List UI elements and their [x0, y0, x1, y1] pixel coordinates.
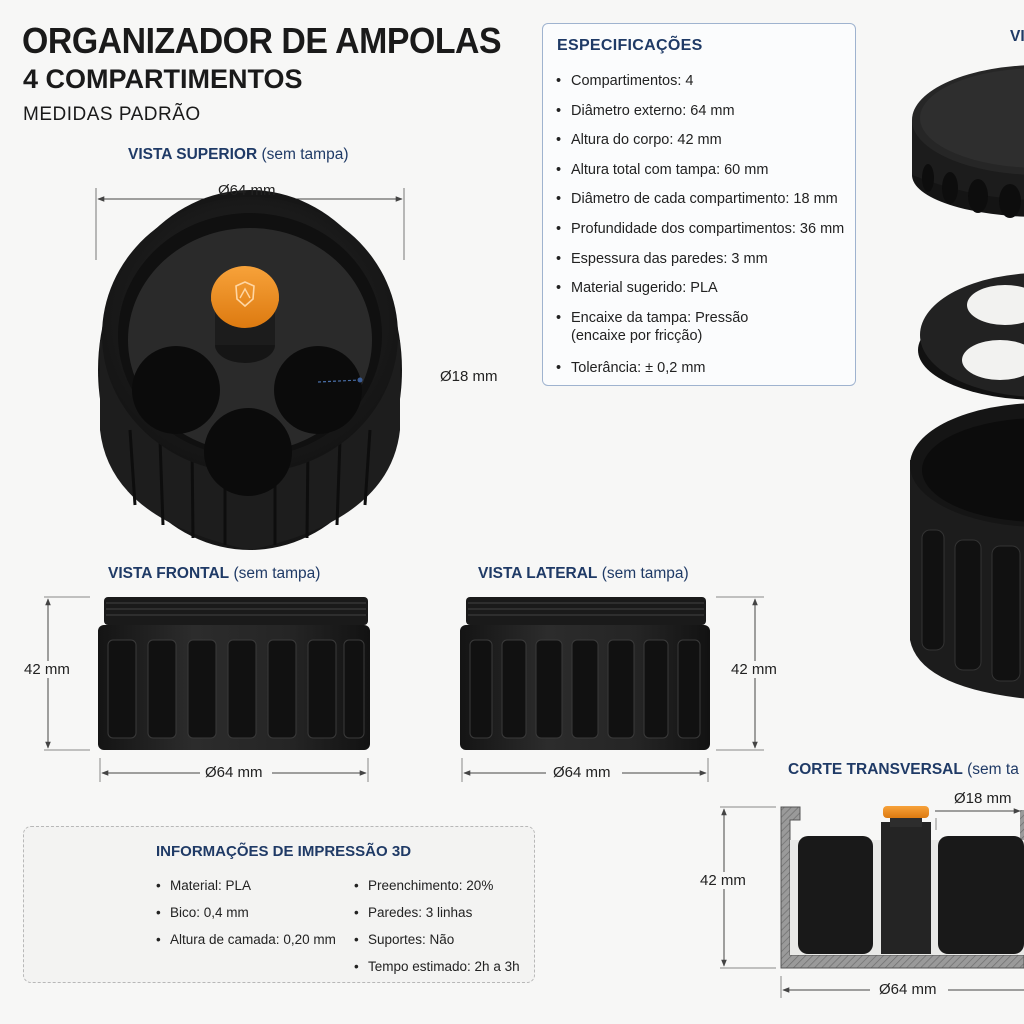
print-info-panel: INFORMAÇÕES DE IMPRESSÃO 3D Material: PL…	[23, 826, 535, 983]
section-compartment-dimension: Ø18 mm	[954, 790, 1012, 807]
specifications-panel: ESPECIFICAÇÕES Compartimentos: 4 Diâmetr…	[542, 23, 856, 386]
spec-item: Tolerância: ± 0,2 mm	[556, 359, 852, 381]
spec-item: Espessura das paredes: 3 mm	[556, 250, 852, 280]
spec-item: Diâmetro externo: 64 mm	[556, 102, 852, 132]
spec-item: Diâmetro de cada compartimento: 18 mm	[556, 190, 852, 220]
exploded-view-drawing	[910, 65, 1024, 699]
side-view-drawing	[460, 596, 764, 782]
side-height-dimension: 42 mm	[731, 661, 777, 678]
print-info-item: Tempo estimado: 2h a 3h	[354, 958, 520, 985]
specifications-list: Compartimentos: 4 Diâmetro externo: 64 m…	[556, 72, 852, 381]
side-view-label: VISTA LATERAL (sem tampa)	[478, 565, 689, 582]
print-info-item: Paredes: 3 linhas	[354, 904, 520, 931]
print-info-item: Altura de camada: 0,20 mm	[156, 931, 336, 958]
cross-section-drawing	[720, 806, 1024, 998]
spec-item: Encaixe da tampa: Pressão(encaixe por fr…	[556, 309, 852, 359]
print-info-item: Bico: 0,4 mm	[156, 904, 336, 931]
print-info-right-list: Preenchimento: 20% Paredes: 3 linhas Sup…	[354, 877, 520, 985]
spec-item: Material sugerido: PLA	[556, 279, 852, 309]
spec-item: Profundidade dos compartimentos: 36 mm	[556, 220, 852, 250]
page-tagline: MEDIDAS PADRÃO	[23, 104, 201, 125]
side-width-dimension: Ø64 mm	[553, 764, 611, 781]
print-info-item: Material: PLA	[156, 877, 336, 904]
page-title: ORGANIZADOR DE AMPOLAS	[22, 20, 502, 61]
print-info-left-list: Material: PLA Bico: 0,4 mm Altura de cam…	[156, 877, 336, 958]
print-info-title: INFORMAÇÕES DE IMPRESSÃO 3D	[156, 843, 412, 860]
spec-item: Altura total com tampa: 60 mm	[556, 161, 852, 191]
print-info-item: Preenchimento: 20%	[354, 877, 520, 904]
page-subtitle: 4 COMPARTIMENTOS	[23, 64, 303, 94]
specifications-title: ESPECIFICAÇÕES	[557, 37, 703, 54]
spec-item: Altura do corpo: 42 mm	[556, 131, 852, 161]
spec-item: Compartimentos: 4	[556, 72, 852, 102]
section-width-dimension: Ø64 mm	[879, 981, 937, 998]
front-height-dimension: 42 mm	[24, 661, 70, 678]
print-info-item: Suportes: Não	[354, 931, 520, 958]
front-view-label: VISTA FRONTAL (sem tampa)	[108, 565, 321, 582]
front-view-drawing	[44, 596, 370, 782]
top-view-drawing	[95, 188, 405, 550]
front-width-dimension: Ø64 mm	[205, 764, 263, 781]
section-height-dimension: 42 mm	[700, 872, 746, 889]
compartment-diameter-dimension: Ø18 mm	[440, 368, 498, 385]
top-view-label: VISTA SUPERIOR (sem tampa)	[128, 146, 349, 163]
top-diameter-dimension: Ø64 mm	[218, 182, 276, 199]
exploded-view-label: VI	[1010, 28, 1024, 45]
cross-section-label: CORTE TRANSVERSAL (sem ta	[788, 761, 1019, 778]
